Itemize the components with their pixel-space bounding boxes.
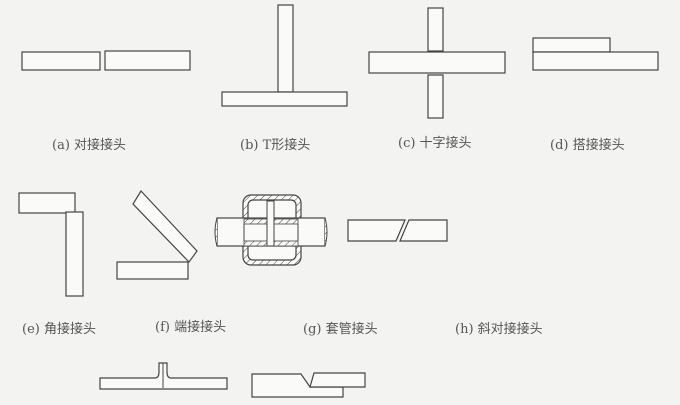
joint-b-t bbox=[221, 4, 348, 107]
joint-flange bbox=[99, 362, 228, 390]
joint-stepped-lap bbox=[251, 372, 366, 398]
joint-g-sleeve bbox=[214, 194, 328, 266]
joint-a-butt bbox=[21, 50, 191, 71]
label-d: (d) 搭接接头 bbox=[550, 138, 625, 153]
joint-d-lap bbox=[532, 37, 659, 71]
label-h: (h) 斜对接接头 bbox=[455, 322, 543, 337]
label-e: (e) 角接接头 bbox=[22, 322, 96, 337]
label-b: (b) T形接头 bbox=[240, 138, 311, 153]
joint-f-edge bbox=[116, 190, 198, 280]
label-a: (a) 对接接头 bbox=[52, 138, 127, 153]
label-g: (g) 套管接头 bbox=[303, 322, 378, 337]
joint-e-corner bbox=[18, 192, 84, 297]
label-c: (c) 十字接头 bbox=[398, 136, 472, 151]
joint-h-scarf bbox=[347, 219, 448, 242]
joint-c-cross bbox=[368, 7, 506, 119]
label-f: (f) 端接接头 bbox=[155, 320, 227, 335]
